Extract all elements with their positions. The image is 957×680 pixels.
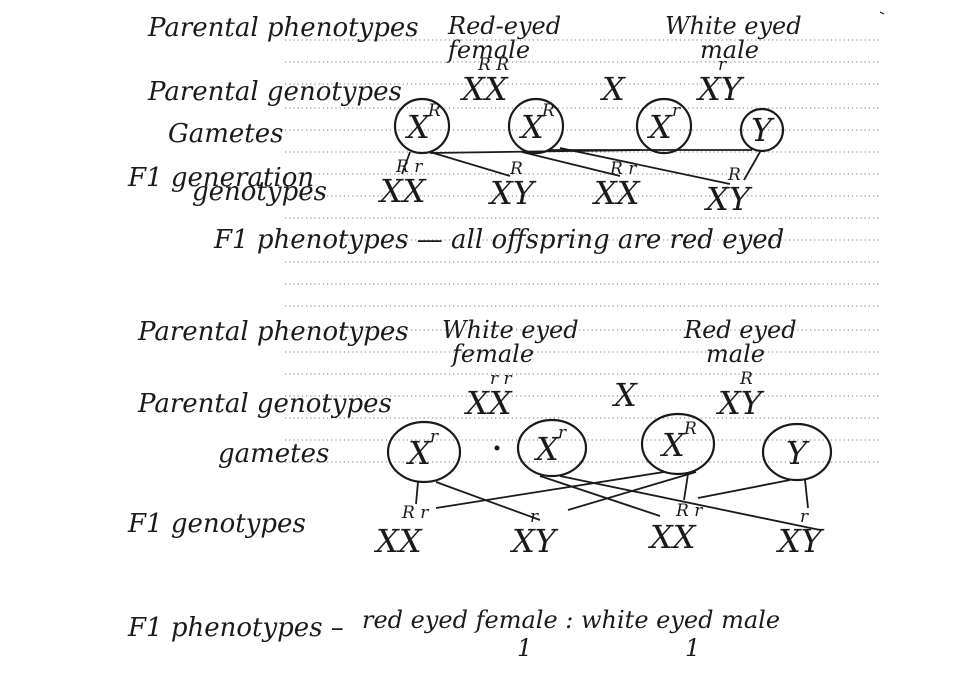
cross1-f1-genotype: R r XX [377, 157, 427, 210]
gamete-sup: r [672, 101, 681, 121]
cross2-f1-genotype: r XY [509, 507, 559, 560]
svg-text:XX: XX [373, 522, 423, 560]
gamete-sup: R [541, 101, 555, 121]
svg-text:R r: R r [609, 159, 637, 179]
svg-text:XX: XX [591, 174, 641, 212]
cross1-male-genotype: XY [695, 70, 745, 108]
cross2-parental-genotypes-label: Parental genotypes [137, 389, 392, 419]
cross1-male-genotype-sup: r [718, 55, 727, 75]
cross2-gamete: X r [516, 418, 588, 478]
cross2-gamete: Y [761, 422, 833, 482]
gamete-sup: r [558, 423, 567, 443]
svg-text:XX: XX [377, 172, 427, 210]
cross2-male-genotype-sup: R [739, 369, 753, 389]
gamete-base: X [404, 108, 431, 146]
cross2-male-genotype: XY [715, 384, 765, 422]
cross1-female-genotype-sup: R R [477, 55, 509, 75]
gamete-sup: R [683, 419, 697, 439]
gamete-base: X [518, 108, 545, 146]
cross1-f1-label-line2: genotypes [192, 177, 327, 207]
cross2-female-phenotype-line1: White eyed [442, 316, 579, 344]
cross2-gametes-label: gametes [218, 439, 329, 469]
gamete-base: X [659, 426, 686, 464]
dot-mark [494, 445, 500, 451]
cross2-f1-genotype: r XY [775, 507, 825, 560]
cross2-female-genotype-sup: r r [490, 369, 513, 389]
svg-text:XY: XY [703, 180, 753, 218]
corner-mark [879, 11, 885, 15]
cross1-gamete: X r [635, 97, 693, 155]
cross1-f1-genotype: R XY [703, 165, 753, 218]
gamete-base: Y [786, 434, 810, 472]
svg-text:XX: XX [647, 518, 697, 556]
gamete-sup: r [430, 427, 439, 447]
svg-text:XY: XY [487, 174, 537, 212]
cross2-female-genotype: XX [463, 384, 513, 422]
cross2-gamete: X R [640, 412, 716, 476]
svg-text:r: r [530, 507, 539, 527]
cross1-gamete: X R [507, 97, 565, 155]
cross1-male-phenotype-line1: White eyed [665, 12, 802, 40]
cross2-male-phenotype-line2: male [706, 340, 765, 368]
cross2-punnett-lines [415, 471, 821, 531]
cross1-punnett-lines [401, 147, 761, 185]
svg-text:r: r [800, 507, 809, 527]
cross1-f1-label-line1: F1 generation [127, 163, 314, 193]
ratio-right: 1 [685, 634, 700, 662]
svg-text:XY: XY [775, 522, 825, 560]
cross2-cross-symbol: X [611, 376, 638, 414]
cross2-f1-phenotypes-label: F1 phenotypes – [127, 613, 344, 643]
cross2-f1-genotype: R r XX [373, 503, 429, 560]
cross1-parental-phenotypes-label: Parental phenotypes [147, 13, 419, 43]
gamete-base: Y [751, 111, 775, 149]
cross1-female-phenotype-line1: Red-eyed [447, 12, 561, 40]
svg-text:R: R [727, 165, 741, 185]
gamete-base: X [646, 108, 673, 146]
gamete-sup: R [427, 101, 441, 121]
cross2-f1-phenotypes-result: red eyed female : white eyed male [362, 606, 780, 634]
ratio-left: 1 [517, 634, 532, 662]
cross2-f1-genotype: R r XX [647, 501, 703, 556]
cross1-female-genotype: XX [459, 70, 509, 108]
cross1-parental-genotypes-label: Parental genotypes [147, 77, 402, 107]
cross1-cross-symbol: X [599, 70, 626, 108]
cross1-f1-phenotypes: F1 phenotypes — all offspring are red ey… [213, 225, 784, 255]
cross2-parental-phenotypes-label: Parental phenotypes [137, 317, 409, 347]
cross1-gametes-label: Gametes [168, 119, 284, 149]
cross2-female-phenotype-line2: female [450, 340, 534, 368]
svg-text:R r: R r [395, 157, 423, 177]
cross1-f1-genotype: R XY [487, 159, 537, 212]
svg-text:R r: R r [401, 503, 429, 523]
cross1-gamete: X R [393, 97, 451, 155]
cross2-male-phenotype-line1: Red eyed [683, 316, 797, 344]
svg-text:R r: R r [675, 501, 703, 521]
cross2-f1-label: F1 genotypes [127, 509, 306, 539]
gamete-base: X [405, 434, 432, 472]
cross1-female-phenotype-line2: female [446, 36, 530, 64]
cross1-f1-genotype: R r XX [591, 159, 641, 212]
cross2-gamete: X r [386, 420, 462, 484]
cross-2: Parental phenotypes White eyed female Re… [127, 316, 833, 662]
cross1-male-phenotype-line2: male [700, 36, 759, 64]
cross1-gamete: Y [739, 107, 785, 153]
cross-1: Parental phenotypes Red-eyed female Whit… [127, 12, 802, 255]
svg-text:R: R [509, 159, 523, 179]
svg-text:XY: XY [509, 522, 559, 560]
gamete-base: X [533, 430, 560, 468]
